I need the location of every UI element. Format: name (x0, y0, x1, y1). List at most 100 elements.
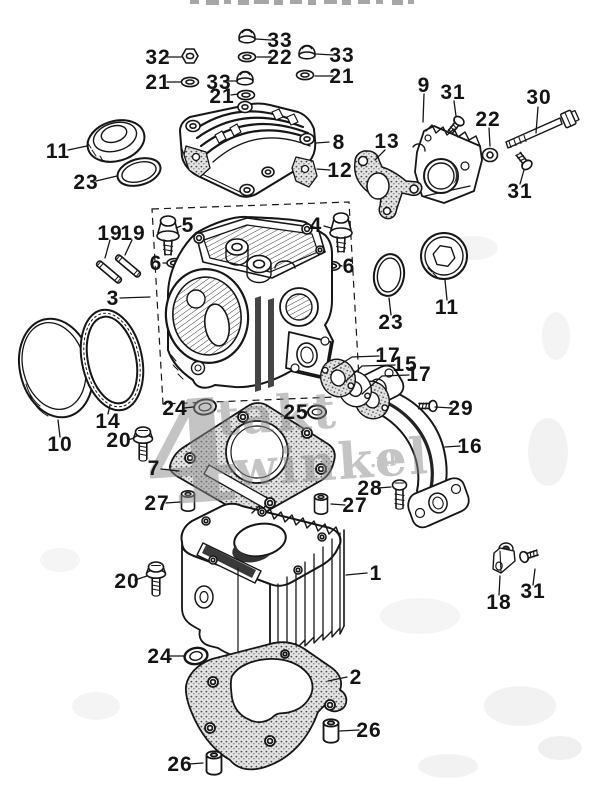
cap-nut-33-c (298, 44, 316, 60)
callout-18: 18 (486, 591, 511, 614)
callout-13: 13 (374, 130, 399, 153)
cylinder-head (164, 215, 334, 392)
callout-9: 9 (418, 74, 431, 97)
callout-21-b: 21 (209, 85, 234, 108)
callout-1: 1 (370, 562, 383, 585)
callout-31-b: 31 (507, 180, 532, 203)
base-gasket-2 (184, 641, 348, 771)
callout-7: 7 (148, 457, 161, 480)
washer-21-c (295, 69, 315, 81)
watermark-word-bottom: winkel (231, 426, 431, 499)
stud-19-a (95, 260, 123, 284)
tappet-cover-right (420, 232, 468, 280)
screw-31-c (517, 546, 541, 565)
o-ring-24-bottom (183, 646, 209, 666)
callout-21-a: 21 (145, 71, 170, 94)
washer-21-b (236, 89, 256, 101)
seal-ring-14 (79, 308, 145, 412)
callout-33-a: 33 (267, 29, 292, 52)
callout-33-b: 33 (206, 71, 231, 94)
callout-32: 32 (145, 46, 170, 69)
watermark-digit: 4 (137, 369, 246, 539)
callout-16: 16 (457, 435, 482, 458)
callout-29: 29 (448, 397, 473, 420)
gasket-13 (353, 150, 423, 220)
side-cover-9 (412, 124, 483, 204)
flange-bolt-20-bottom (145, 561, 167, 597)
leader-lines (57, 38, 539, 765)
callout-22-b: 22 (475, 108, 500, 131)
callout-3: 3 (107, 287, 120, 310)
callout-17-b: 17 (406, 363, 431, 386)
tappet-cover-left (86, 119, 146, 163)
callout-5: 5 (182, 214, 195, 237)
cover-gasket-12 (183, 145, 318, 188)
combustion-chamber-bore (164, 268, 250, 364)
valve-guide-bosses (225, 238, 296, 284)
callout-20-top: 20 (106, 429, 131, 452)
callout-12: 12 (327, 159, 352, 182)
cropped-top-text-fragments (190, 0, 414, 5)
callout-23-left: 23 (73, 171, 98, 194)
stud-19-b (114, 254, 142, 278)
callout-27-left: 27 (144, 492, 169, 515)
scan-noise (40, 236, 582, 778)
callout-31-c: 31 (520, 580, 545, 603)
watermark: 4 takt winkel .nl (137, 369, 431, 539)
cylinder-head-cover (179, 100, 317, 198)
callout-20-bottom: 20 (114, 570, 139, 593)
cylinder-block (180, 502, 345, 665)
callout-4: 4 (310, 214, 323, 237)
assembly-dashed-box (151, 201, 361, 405)
dowel-pin-26-right (322, 718, 340, 744)
callout-22-a: 22 (267, 46, 292, 69)
callout-26-bottom: 26 (167, 753, 192, 776)
callout-11-right: 11 (435, 296, 459, 319)
callout-15: 15 (392, 353, 417, 376)
callout-14: 14 (95, 410, 120, 433)
bolt-28 (391, 479, 408, 510)
insulator-gasket-17-front (320, 358, 356, 398)
cover-bolt-bosses (185, 100, 315, 197)
cap-nut-33-b (236, 70, 254, 86)
head-gasket-7 (168, 402, 336, 518)
sealing-washer-22-a (237, 51, 257, 63)
hex-nut-32 (181, 48, 199, 64)
cable-clamp-18 (492, 542, 516, 574)
tappet-screw-5 (156, 215, 180, 256)
callout-11-left: 11 (46, 140, 70, 163)
tappet-screw-4 (329, 212, 353, 253)
callout-2: 2 (350, 666, 363, 689)
callout-6-left: 6 (150, 252, 163, 275)
dowel-pin-26-bottom (205, 750, 223, 776)
cap-nut-33-a (238, 28, 256, 44)
watermark-suffix: .nl (369, 449, 397, 472)
callout-10: 10 (47, 433, 72, 456)
callout-33-c: 33 (329, 44, 354, 67)
screw-31-b (513, 149, 535, 173)
callout-8: 8 (333, 131, 346, 154)
callout-6-right: 6 (343, 255, 356, 278)
callout-24-bottom: 24 (147, 645, 172, 668)
callout-30: 30 (526, 86, 551, 109)
callout-19-b: 19 (120, 222, 145, 245)
callout-25: 25 (283, 401, 308, 424)
dowel-pin-27-right (313, 492, 329, 516)
o-ring-24-top (193, 398, 217, 416)
intake-flange (285, 331, 332, 378)
washer-21-a (180, 76, 200, 88)
washer-22-b (481, 147, 499, 163)
callout-23-right: 23 (378, 311, 403, 334)
intake-port (279, 287, 319, 327)
o-ring-23-right (372, 253, 406, 297)
callout-26-right: 26 (356, 719, 381, 742)
watermark-word-top: takt (214, 380, 339, 447)
callout-28: 28 (357, 477, 382, 500)
callout-27-right: 27 (342, 494, 367, 517)
callout-labels: 33 22 32 21 33 21 33 21 9 31 30 22 13 8 … (46, 29, 551, 776)
callout-21-c: 21 (329, 65, 354, 88)
cam-chain-slot (196, 542, 262, 584)
callout-24-top: 24 (162, 397, 187, 420)
